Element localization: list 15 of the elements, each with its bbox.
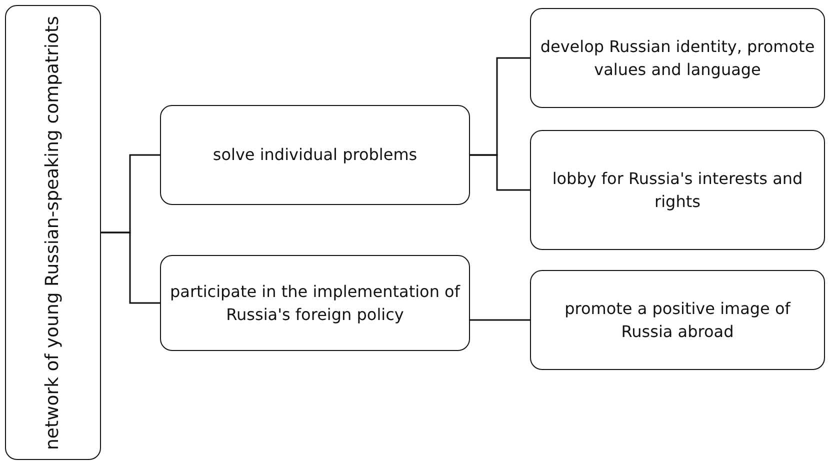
node-label: network of young Russian-speaking compatriots	[40, 14, 64, 452]
process-box	[160, 105, 470, 205]
node-label: solve individual problems	[212, 144, 418, 166]
node-label: lobby for Russia's interests and rights	[551, 168, 804, 213]
connector-line	[101, 232, 160, 304]
process-box	[160, 255, 470, 351]
node-label: participate in the implementation of Russia's foreign policy	[169, 280, 462, 326]
process-box	[530, 270, 825, 370]
process-box	[530, 130, 825, 250]
node-label: develop Russian identity, promote values and language	[539, 36, 816, 81]
process-box	[5, 5, 101, 460]
connector-line	[470, 319, 530, 321]
node-label: promote a positive image of Russia abroad	[564, 298, 792, 343]
connector-line	[470, 154, 530, 191]
process-box	[530, 8, 825, 108]
